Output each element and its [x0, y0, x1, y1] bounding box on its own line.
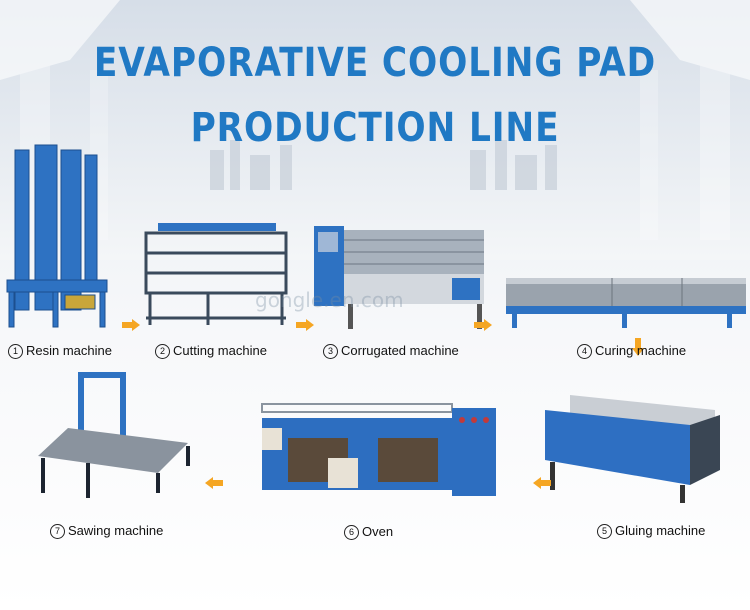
page-title-line1: EVAPORATIVE COOLING PAD: [93, 40, 657, 86]
arrow-left-icon: [533, 477, 551, 489]
oven-image: [261, 403, 496, 496]
sawing-machine-image: [38, 372, 190, 498]
curing-machine-image: [506, 278, 746, 328]
page-title-line2: PRODUCTION LINE: [190, 105, 560, 151]
arrow-left-icon: [205, 477, 223, 489]
step-number: 5: [597, 524, 612, 539]
step-label: Gluing machine: [615, 523, 706, 538]
step-label: Corrugated machine: [341, 343, 459, 358]
gluing-machine-image: [545, 395, 720, 503]
step-label: Oven: [362, 524, 394, 539]
factory-background: [0, 0, 750, 260]
arrow-right-icon: [296, 319, 314, 331]
step-number: 1: [8, 344, 23, 359]
arrow-down-icon: [632, 338, 644, 356]
step-label: Resin machine: [26, 343, 112, 358]
arrow-right-icon: [122, 319, 140, 331]
step-number: 6: [344, 525, 359, 540]
step-label: Cutting machine: [173, 343, 267, 358]
watermark: gongle.en.com: [255, 288, 404, 312]
corrugated-machine-image: [314, 226, 484, 329]
resin-machine-image: [6, 144, 108, 328]
step-number: 2: [155, 344, 170, 359]
step-label: Sawing machine: [68, 523, 164, 538]
step-label: Curing machine: [595, 343, 687, 358]
cutting-machine-image: [144, 223, 288, 325]
step-number: 4: [577, 344, 592, 359]
step-number: 3: [323, 344, 338, 359]
step-number: 7: [50, 524, 65, 539]
arrow-right-icon: [474, 319, 492, 331]
